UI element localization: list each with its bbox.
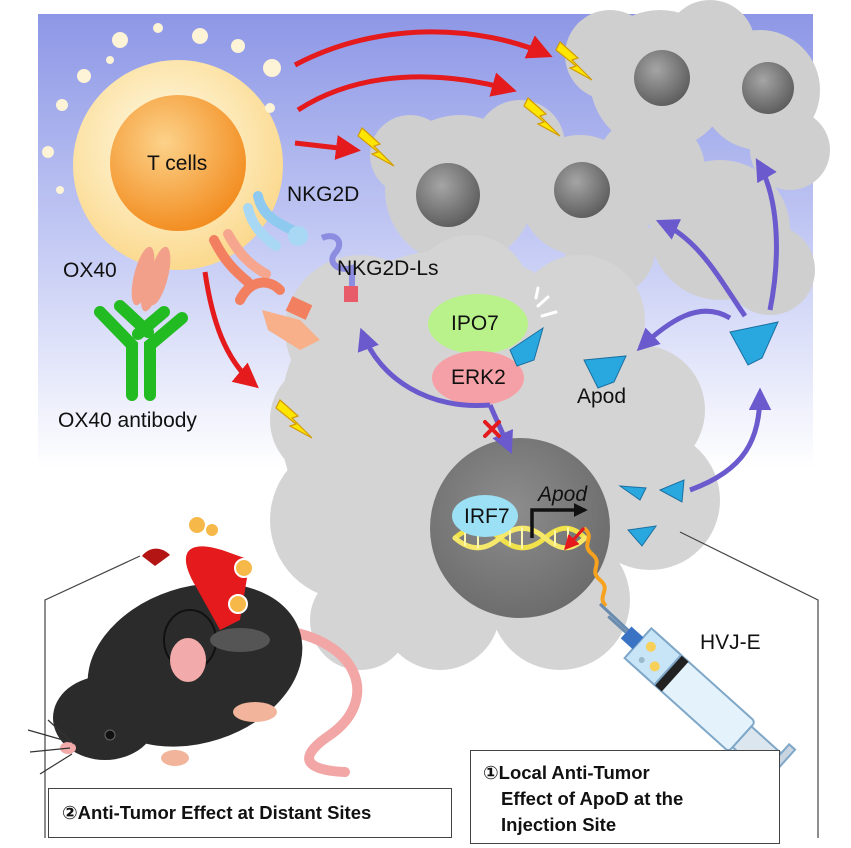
tumor-nucleus bbox=[742, 62, 794, 114]
signal-arrows bbox=[357, 158, 779, 493]
nkg2d-ligand-label: NKG2D-Ls bbox=[337, 257, 439, 280]
tcr-complex bbox=[209, 229, 320, 350]
local-effect-line1: ①Local Anti-Tumor bbox=[483, 762, 650, 783]
erk2-protein bbox=[432, 351, 524, 405]
ox40-receptor bbox=[131, 246, 171, 312]
t-cell bbox=[73, 60, 283, 270]
distant-effect-text: ②Anti-Tumor Effect at Distant Sites bbox=[62, 802, 372, 823]
rna-wave bbox=[582, 526, 608, 608]
nkg2d-label: NKG2D bbox=[287, 183, 360, 206]
apod-molecules bbox=[509, 321, 779, 547]
apod-protein-label: Apod bbox=[577, 385, 627, 408]
erk2-label: ERK2 bbox=[451, 366, 506, 389]
ox40-antibody-icon bbox=[94, 300, 188, 401]
tumor-nucleus bbox=[634, 50, 690, 106]
nkg2d-receptor bbox=[243, 191, 308, 251]
tumor-nucleus bbox=[416, 163, 480, 227]
killing-arrows bbox=[202, 29, 553, 389]
ox40-antibody-label: OX40 antibody bbox=[58, 409, 197, 432]
local-effect-line3: Injection Site bbox=[501, 814, 617, 835]
block-mark bbox=[483, 420, 501, 438]
lightning-icons bbox=[275, 41, 593, 439]
tumor-nucleus bbox=[554, 162, 610, 218]
rna-arrow-head bbox=[563, 526, 586, 551]
connector-line bbox=[44, 555, 141, 838]
ipo7-protein bbox=[428, 294, 528, 354]
local-effect-panel: ①Local Anti-Tumor Effect of ApoD at the … bbox=[470, 750, 780, 844]
irf7-protein bbox=[452, 495, 518, 537]
irf7-label: IRF7 bbox=[464, 505, 510, 528]
nkg2d-ligand bbox=[320, 233, 358, 302]
connector-line bbox=[679, 531, 819, 838]
cytokine-granules bbox=[42, 23, 281, 194]
ipo7-label: IPO7 bbox=[451, 312, 499, 335]
local-effect-line2: Effect of ApoD at the bbox=[501, 788, 684, 809]
apod-gene-label: Apod bbox=[538, 483, 588, 506]
tumor-cluster-background bbox=[370, 0, 830, 315]
t-cells-label: T cells bbox=[147, 152, 208, 175]
transcription-arrow bbox=[530, 503, 588, 538]
hvj-e-label: HVJ-E bbox=[700, 631, 761, 654]
dissociation-marks bbox=[534, 286, 558, 318]
distant-effect-panel: ②Anti-Tumor Effect at Distant Sites bbox=[48, 788, 452, 838]
mouse-illustration bbox=[27, 515, 363, 777]
ox40-label: OX40 bbox=[63, 259, 117, 282]
